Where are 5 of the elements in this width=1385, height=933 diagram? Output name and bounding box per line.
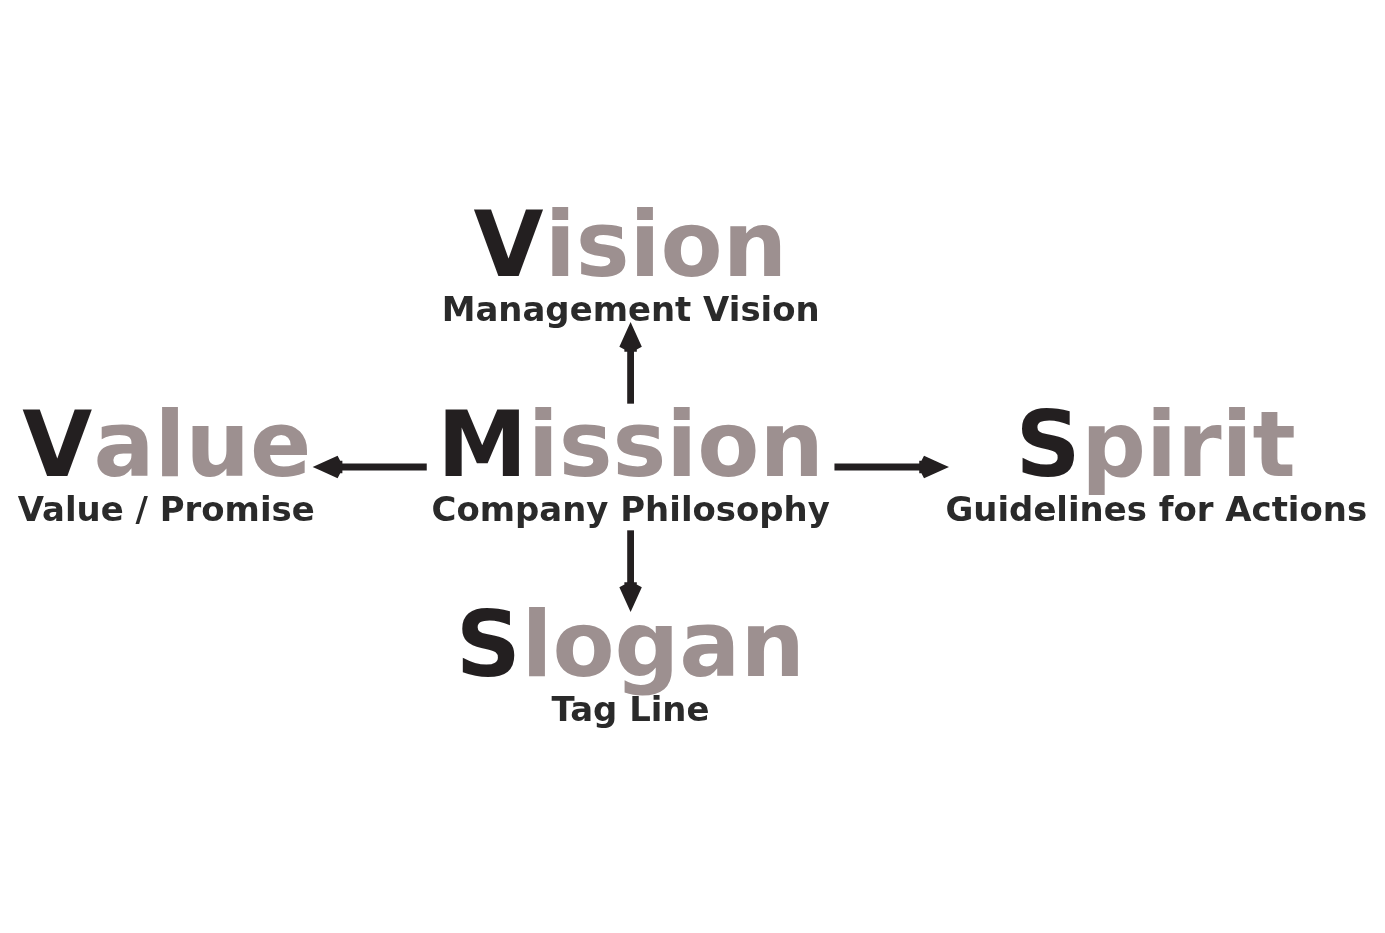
node-text: Vision Management Vision [441,191,820,329]
node-text: Slogan Tag Line [455,591,805,729]
node-text: Mission Company Philosophy [431,391,830,529]
node-text: Spirit Guidelines for Actions [945,391,1368,529]
node-text: Value Value / Promise [17,391,315,529]
